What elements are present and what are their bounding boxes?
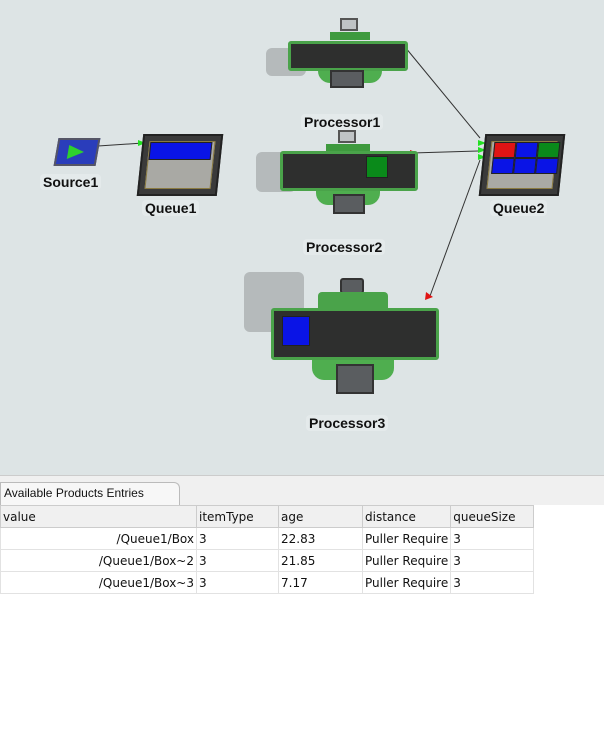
processor3-label: Processor3 xyxy=(306,415,389,431)
queue2-label: Queue2 xyxy=(490,200,548,216)
queued-item xyxy=(148,142,213,160)
cell-distance: Puller Require xyxy=(361,571,452,594)
column-header-queuesize[interactable]: queueSize xyxy=(450,505,535,528)
column-header-itemtype[interactable]: itemType xyxy=(196,505,279,528)
processing-item xyxy=(282,316,310,346)
processor2-label: Processor2 xyxy=(303,239,386,255)
queue1-label: Queue1 xyxy=(142,200,200,216)
cell-distance: Puller Require xyxy=(361,549,452,572)
cell-queuesize: 3 xyxy=(450,527,535,550)
entries-table: value itemType age distance queueSize /Q… xyxy=(0,505,535,594)
column-header-value[interactable]: value xyxy=(0,505,197,528)
column-header-age[interactable]: age xyxy=(278,505,363,528)
cell-age: 7.17 xyxy=(278,571,363,594)
tab-available-products-entries[interactable]: Available Products Entries xyxy=(0,482,180,505)
cell-value: /Queue1/Box xyxy=(0,527,197,550)
cell-value: /Queue1/Box~2 xyxy=(0,549,197,572)
table-row[interactable]: /Queue1/Box 3 22.83 Puller Require 3 xyxy=(0,527,535,550)
source1-label: Source1 xyxy=(40,174,102,190)
cell-age: 22.83 xyxy=(278,527,363,550)
table-row[interactable]: /Queue1/Box~3 3 7.17 Puller Require 3 xyxy=(0,571,535,594)
queue1-object[interactable] xyxy=(136,134,224,196)
cell-age: 21.85 xyxy=(278,549,363,572)
cell-itemtype: 3 xyxy=(196,549,279,572)
play-arrow-icon xyxy=(66,145,84,159)
processor1-label: Processor1 xyxy=(301,114,384,130)
source1-object[interactable] xyxy=(53,138,101,166)
table-row[interactable]: /Queue1/Box~2 3 21.85 Puller Require 3 xyxy=(0,549,535,572)
column-header-distance[interactable]: distance xyxy=(361,505,452,528)
cell-queuesize: 3 xyxy=(450,571,535,594)
cell-itemtype: 3 xyxy=(196,571,279,594)
cell-value: /Queue1/Box~3 xyxy=(0,571,197,594)
cell-itemtype: 3 xyxy=(196,527,279,550)
cell-distance: Puller Require xyxy=(361,527,452,550)
processing-item xyxy=(366,156,388,178)
queue2-object[interactable] xyxy=(478,134,566,196)
cell-queuesize: 3 xyxy=(450,549,535,572)
model-3d-view[interactable]: Source1 Queue1 Processor1 Processor2 Pro… xyxy=(0,0,604,475)
